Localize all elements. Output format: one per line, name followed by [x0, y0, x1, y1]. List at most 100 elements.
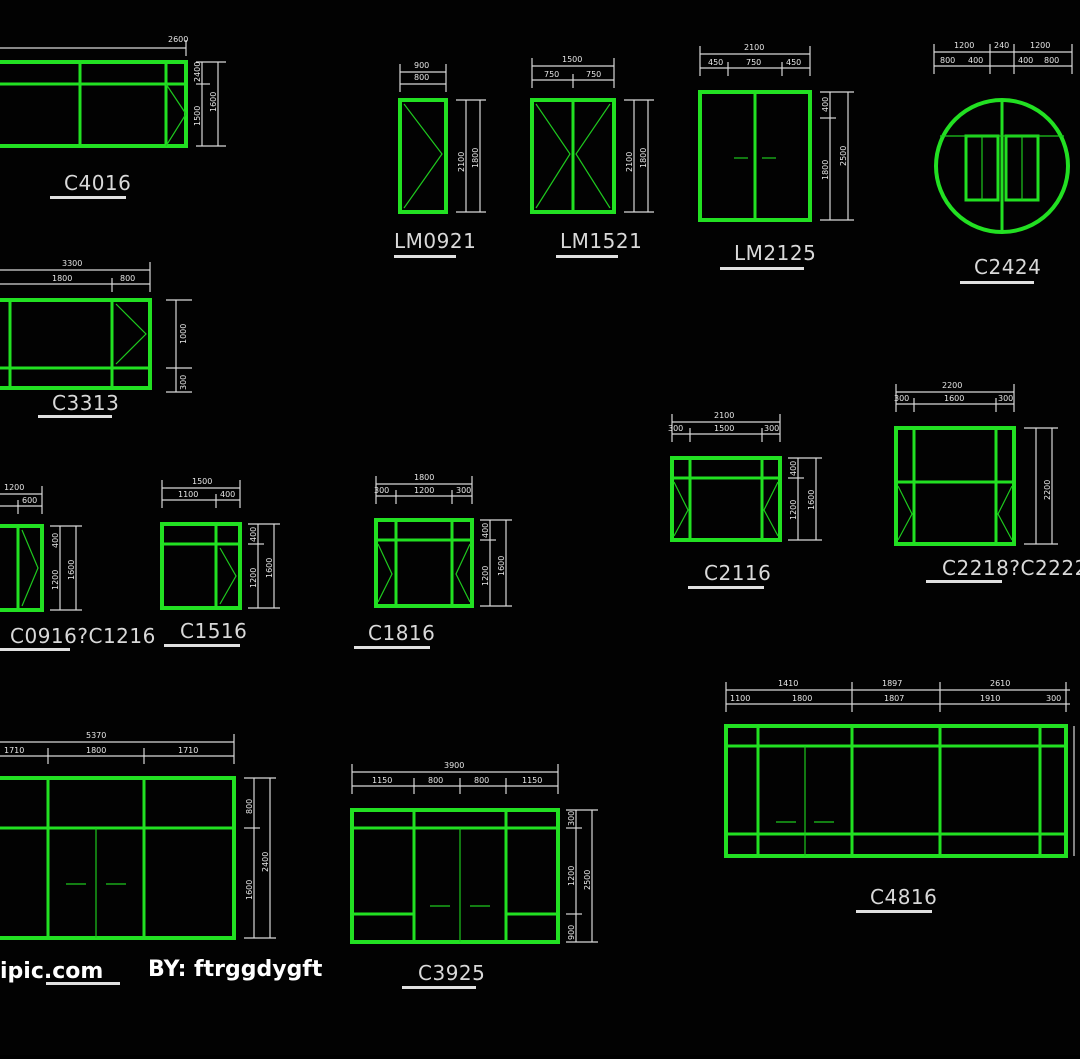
lm2125-inner-dim-c: 450 [786, 58, 801, 67]
c3925-side-dim-b: 1200 [567, 866, 576, 886]
c2424-inner-dim-c: 400 [1018, 56, 1033, 65]
c1816-side-dim-b: 1200 [481, 566, 490, 586]
c1816-label: C1816 [368, 621, 435, 645]
c0916-frame [0, 524, 44, 612]
window-c2218: 2200 300 1600 300 2200 C2218?C2222 [894, 381, 1080, 583]
lm1521-side-dim-b: 1800 [639, 148, 648, 168]
c2116-frame [670, 456, 782, 542]
c3925-frame [350, 808, 560, 944]
window-c1816: 1800 300 1200 300 400 1200 1600 C1816 [354, 473, 512, 649]
c1516-frame [160, 522, 242, 610]
watermark-site-underline [46, 982, 120, 985]
c4016-label: C4016 [64, 171, 131, 195]
c1516-side-dim-a: 400 [249, 527, 258, 542]
lm1521-inner-dim-a: 750 [544, 70, 559, 79]
window-c4816: 1410 1897 2610 1100 1800 1807 1910 300 C… [724, 679, 1075, 913]
lm0921-frame [398, 98, 448, 214]
c0916-inner-dim: 600 [22, 496, 37, 505]
c3313-label: C3313 [52, 391, 119, 415]
c2218-label: C2218?C2222 [942, 556, 1080, 580]
c1516-side-dim-c: 1600 [265, 558, 274, 578]
c0916-top-dim: 1200 [4, 483, 24, 492]
c2218-opening-mark-a [897, 485, 913, 541]
c4816-top-dim-b: 1897 [882, 679, 902, 688]
c4016-opening-mark-a [165, 83, 187, 115]
c0916-label-underline [0, 648, 70, 651]
c3313-inner-dim-b: 800 [120, 274, 135, 283]
c4816-inner-dim-e: 300 [1046, 694, 1061, 703]
window-c2424: 1200 240 1200 800 400 400 800 C2424 [933, 41, 1073, 284]
c4816-inner-dim-a: 1100 [730, 694, 750, 703]
big-door-side-dim-c: 2400 [261, 852, 270, 872]
c2424-top-dim-b: 240 [994, 41, 1009, 50]
c2116-label-underline [688, 586, 764, 589]
lm0921-label-underline [394, 255, 456, 258]
c3925-inner-dim-b: 800 [428, 776, 443, 785]
c2424-top-dim-c: 1200 [1030, 41, 1050, 50]
door-c3925: 3900 1150 800 800 1150 300 1200 2500 900… [350, 761, 598, 989]
c4016-opening-mark-b [165, 113, 187, 147]
c2218-inner-dim-b: 1600 [944, 394, 964, 403]
c3925-inner-dim-d: 1150 [522, 776, 542, 785]
c4816-inner-dim-b: 1800 [792, 694, 812, 703]
c2116-opening-mark-b [763, 481, 779, 537]
big-door-side-dim-b: 1600 [245, 880, 254, 900]
c1816-side-dim-c: 1600 [497, 556, 506, 576]
c3313-top-dim: 3300 [62, 259, 82, 268]
c2116-top-dim: 2100 [714, 411, 734, 420]
big-door-inner-dim-b: 1800 [86, 746, 106, 755]
watermark: ipic.com BY: ftrggdygft [0, 957, 323, 985]
big-door-side-dim-a: 800 [245, 799, 254, 814]
lm0921-side-dim-a: 2100 [457, 152, 466, 172]
window-c1516: 1500 1100 400 400 1200 1600 C1516 [160, 477, 280, 647]
c2116-inner-dim-c: 300 [764, 424, 779, 433]
c2116-label: C2116 [704, 561, 771, 585]
lm1521-side-dim-a: 2100 [625, 152, 634, 172]
lm1521-top-dim: 1500 [562, 55, 582, 64]
lm2125-side-dim-c: 2500 [839, 146, 848, 166]
c2218-inner-dim-a: 300 [894, 394, 909, 403]
c1816-opening-mark-a [377, 543, 393, 603]
c2116-side-dim-b: 1200 [789, 500, 798, 520]
door-lm2125: 2100 450 750 450 400 1800 2500 LM2125 [698, 43, 854, 270]
lm0921-top-dim: 900 [414, 61, 429, 70]
c3925-label: C3925 [418, 961, 485, 985]
window-c4016: 2600 2400 1500 1600 C4016 [0, 35, 226, 199]
big-door-inner-dim-c: 1710 [178, 746, 198, 755]
big-door-top-dim: 5370 [86, 731, 106, 740]
c1816-inner-dim-b: 1200 [414, 486, 434, 495]
c2218-inner-dim-c: 300 [998, 394, 1013, 403]
c0916-opening-mark [21, 529, 39, 607]
c2424-top-dim-a: 1200 [954, 41, 974, 50]
c4816-inner-dim-c: 1807 [884, 694, 904, 703]
c3313-opening-mark [115, 303, 147, 365]
lm2125-inner-dim-a: 450 [708, 58, 723, 67]
c0916-side-dim-a: 400 [51, 533, 60, 548]
c2424-inner-dim-a: 800 [940, 56, 955, 65]
c1816-top-dim: 1800 [414, 473, 434, 482]
lm0921-swing-mark [403, 103, 443, 209]
c2424-inner-dim-b: 400 [968, 56, 983, 65]
c3925-inner-dim-c: 800 [474, 776, 489, 785]
lm1521-swing-mark-a [535, 103, 571, 209]
c1816-inner-dim-c: 300 [456, 486, 471, 495]
c2116-opening-mark-a [673, 481, 689, 537]
c4016-side-dim-a: 2400 [193, 62, 202, 82]
c3313-frame [0, 298, 152, 390]
c2116-side-dim-c: 1600 [807, 490, 816, 510]
c2424-inner-dim-d: 800 [1044, 56, 1059, 65]
c2218-side-dim: 2200 [1043, 480, 1052, 500]
lm1521-swing-mark-b [575, 103, 611, 209]
c2218-frame [894, 426, 1016, 546]
c2218-opening-mark-b [997, 485, 1013, 541]
c3313-label-underline [38, 415, 112, 418]
c1516-side-dim-b: 1200 [249, 568, 258, 588]
c4016-label-underline [50, 196, 126, 199]
lm0921-inner-dim: 800 [414, 73, 429, 82]
c1816-frame [374, 518, 474, 608]
c4816-inner-dim-d: 1910 [980, 694, 1000, 703]
c3925-label-underline [402, 986, 476, 989]
c2116-inner-dim-b: 1500 [714, 424, 734, 433]
